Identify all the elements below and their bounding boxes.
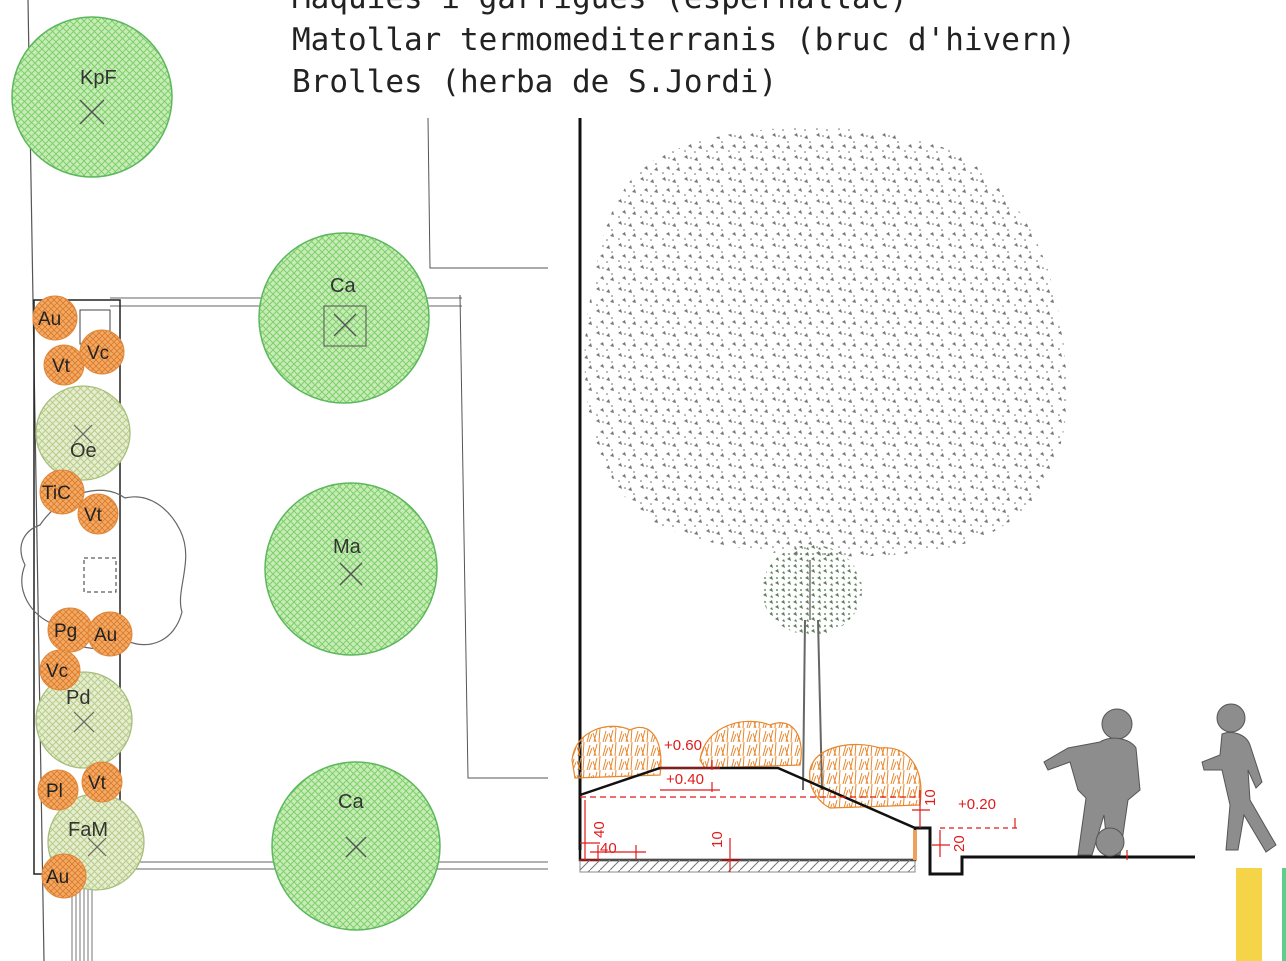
plan-view: KpF Ca Ma Ca Oe Pd (11, 0, 548, 961)
accent-bar-green (1282, 868, 1286, 961)
tree-kpf: KpF (11, 16, 173, 178)
svg-text:Vc: Vc (87, 343, 109, 364)
dimension-label: 40 (591, 821, 608, 838)
shrub-vc-1: Vc (79, 329, 125, 375)
dimension-label: +0.40 (666, 771, 704, 788)
dimension-label: 20 (951, 835, 968, 852)
dimension-label: 40 (600, 840, 617, 857)
tree-ca-bottom: Ca (271, 761, 441, 931)
child-with-ball-figure (1043, 708, 1141, 857)
shrub-au-1: Au (32, 295, 78, 341)
tree-label: Oe (70, 440, 97, 462)
shrub-tic: TiC (39, 469, 85, 515)
tree-ca-top: Ca (258, 232, 430, 404)
dimension-label: 10 (922, 789, 939, 806)
tree-label: FaM (68, 819, 108, 841)
tree-oe: Oe (35, 385, 131, 481)
shrub-vt-2: Vt (77, 493, 119, 535)
tree-ma: Ma (264, 482, 438, 656)
tree-label: KpF (80, 67, 117, 89)
shrub-au-3: Au (41, 853, 87, 899)
tree-label: Ca (330, 275, 356, 297)
svg-text:Vc: Vc (46, 661, 68, 682)
svg-text:Au: Au (38, 309, 61, 330)
legend-line-maquies: Maquies i garrigues (espernallac) (292, 0, 908, 16)
svg-text:Pl: Pl (46, 781, 63, 802)
svg-text:Vt: Vt (52, 356, 71, 377)
dimension-label: +0.60 (664, 737, 702, 754)
svg-text:TiC: TiC (42, 483, 71, 504)
shrub-vt-1: Vt (43, 344, 85, 386)
tree-pd: Pd (35, 671, 133, 769)
tree-pit-outline (20, 489, 187, 649)
shrub-au-2: Au (87, 611, 133, 657)
svg-text:Au: Au (94, 625, 117, 646)
tree-label: Ma (333, 536, 362, 558)
shrub-pg: Pg (47, 607, 93, 653)
shrub-vt-3: Vt (81, 761, 123, 803)
child-running-figure (1201, 703, 1277, 853)
shrub-pl: Pl (37, 769, 79, 811)
dimension-label: 10 (709, 831, 726, 848)
dimension-label: +0.20 (958, 796, 996, 813)
dimensions (580, 760, 1128, 872)
shrubs: Au Vt Vc TiC Vt Pg Au Vc Pl Vt Au (32, 295, 133, 899)
shrub-vc-2: Vc (39, 649, 81, 691)
svg-text:Vt: Vt (88, 773, 107, 794)
svg-text:Au: Au (46, 867, 69, 888)
svg-text:Pg: Pg (54, 621, 77, 642)
legend-line-brolles: Brolles (herba de S.Jordi) (292, 64, 778, 100)
svg-text:Vt: Vt (84, 505, 103, 526)
tree-label: Pd (66, 687, 90, 709)
accent-bar-yellow (1236, 868, 1262, 961)
legend-line-matollar: Matollar termomediterranis (bruc d'hiver… (292, 22, 1076, 58)
section-shrubs (571, 720, 922, 809)
tree-label: Ca (338, 791, 364, 813)
big-tree-crown (584, 127, 1068, 557)
section-view: +0.60 +0.40 +0.20 40 40 10 10 20 (571, 118, 1277, 876)
